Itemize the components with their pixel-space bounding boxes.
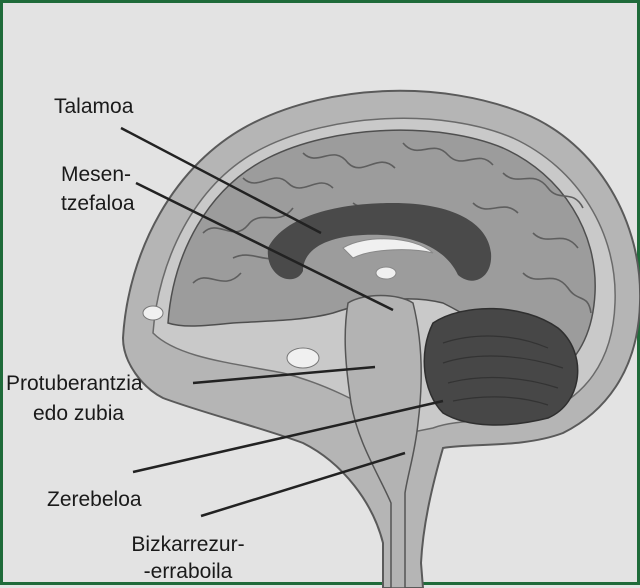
label-protuberantzia-line1: Protuberantzia [6,372,143,396]
label-mesentzefaloa-line1: Mesen- [61,163,131,187]
label-bizkarrezur-line1: Bizkarrezur- [113,533,263,557]
cerebellum [424,309,577,425]
label-talamoa: Talamoa [54,95,133,119]
label-zerebeloa: Zerebeloa [47,488,142,512]
label-mesentzefaloa-line2: tzefaloa [61,192,135,216]
label-protuberantzia-line2: edo zubia [33,402,124,426]
label-bizkarrezur-line2: -erraboila [113,560,263,584]
ventricle-small [376,267,396,279]
sinus-opening [287,348,319,368]
sinus-opening-2 [143,306,163,320]
